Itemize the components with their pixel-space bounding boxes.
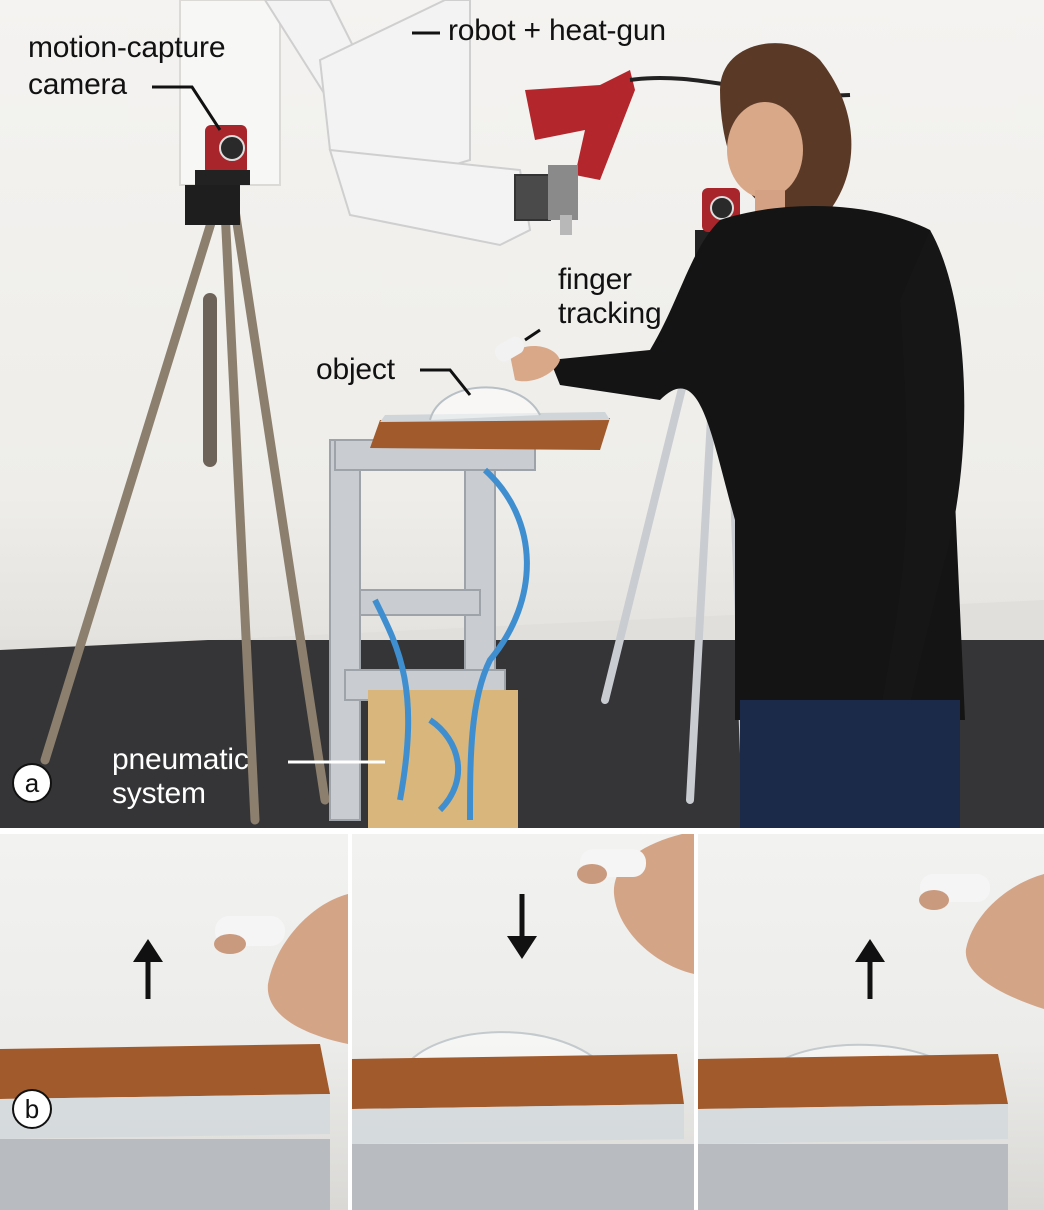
- arrow-up-icon: [133, 939, 163, 999]
- finger-hand: [577, 834, 694, 974]
- object-label: object: [316, 353, 395, 386]
- pneumatic-label-line1: pneumatic: [112, 743, 249, 776]
- frame-3-illustration: [698, 874, 1044, 1210]
- finger-tracking-label-line1: finger: [558, 263, 632, 296]
- pneumatic-label-line2: system: [112, 777, 206, 810]
- lab-scene-illustration: [0, 0, 1044, 828]
- panel-a-badge: a: [12, 763, 52, 803]
- motion-capture-camera-left: [195, 125, 250, 185]
- frame-2-pressing: [352, 834, 694, 1210]
- frame-2-illustration: [352, 834, 694, 1210]
- finger-hand: [214, 894, 348, 1044]
- panel-b-badge: b: [12, 1089, 52, 1129]
- panel-a-photo: robot + heat-gun motion-capture camera f…: [0, 0, 1044, 828]
- leader-lines: [152, 31, 541, 764]
- robot-heat-gun-label: robot + heat-gun: [448, 14, 666, 47]
- arrow-up-icon: [855, 939, 885, 999]
- finger-tracking-label-line2: tracking: [558, 297, 662, 330]
- left-tripod: [40, 205, 330, 825]
- frame-1-illustration: [0, 894, 348, 1210]
- frame-3-lifting: [698, 834, 1044, 1210]
- arrow-down-icon: [507, 894, 537, 959]
- motion-capture-label-line1: motion-capture: [28, 31, 226, 64]
- robot-arm: [263, 0, 551, 247]
- motion-capture-label-line2: camera: [28, 68, 127, 101]
- tripod-head: [185, 185, 240, 225]
- frame-1-lifting: b: [0, 834, 348, 1210]
- finger-hand: [919, 874, 1044, 1009]
- forming-platform: [370, 386, 610, 450]
- pneumatic-tubes: [372, 467, 530, 821]
- woman-figure: [494, 43, 965, 828]
